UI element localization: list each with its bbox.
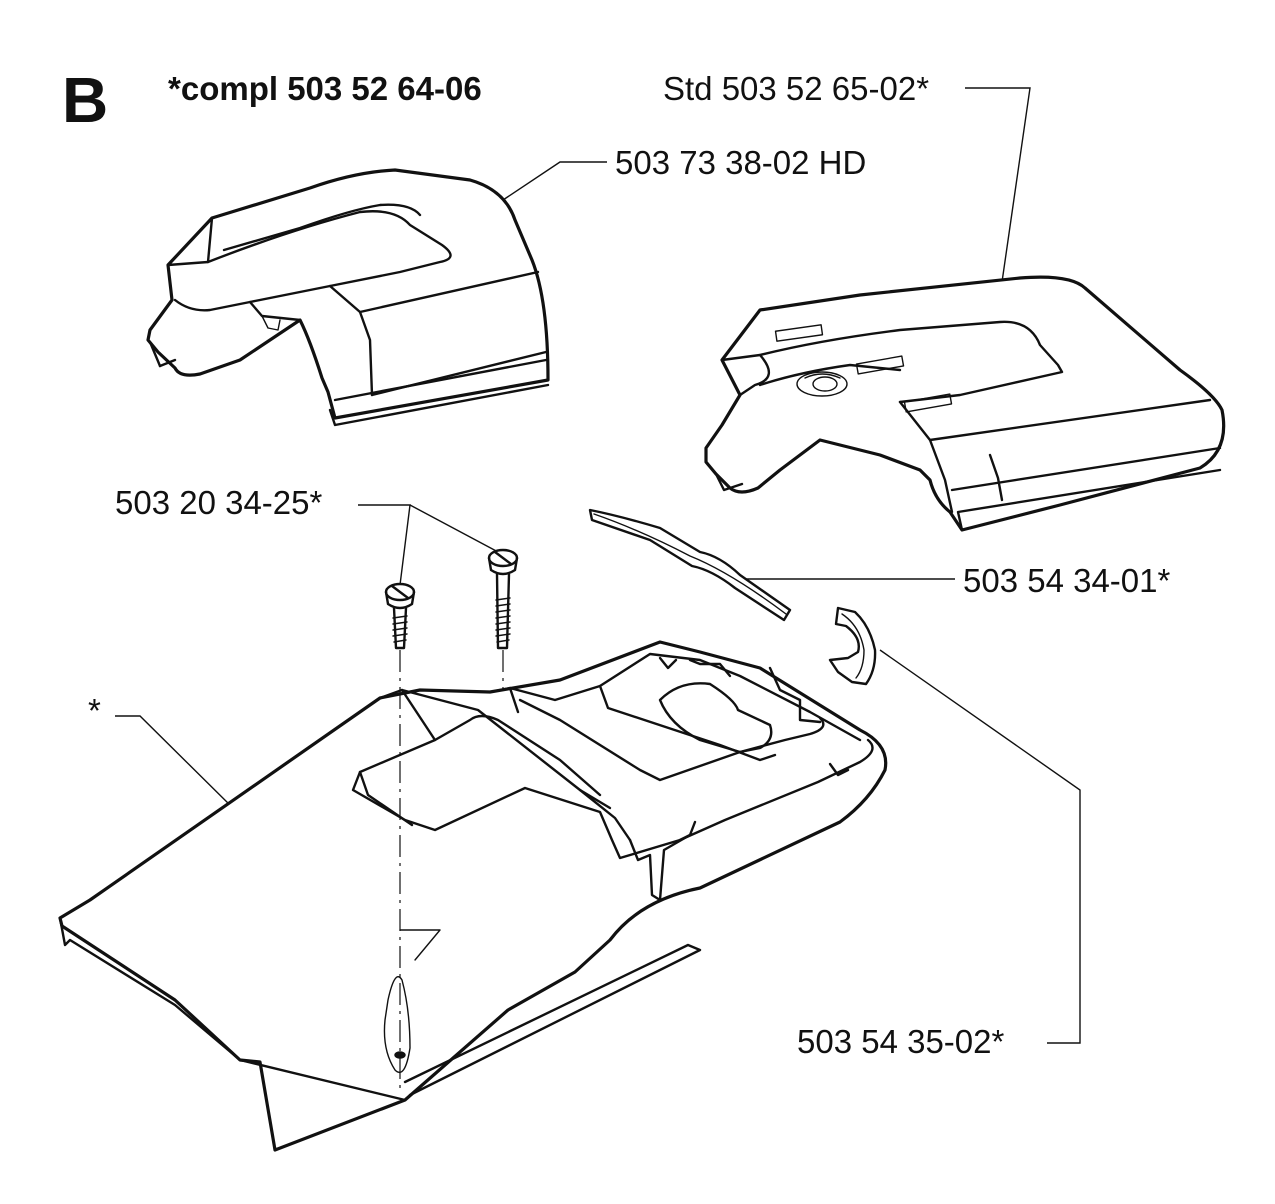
- leader-hd-cover: [487, 161, 607, 211]
- hd-top-cover: [146, 168, 550, 427]
- kit-number-label: *compl 503 52 64-06: [168, 70, 482, 107]
- assembly-axis-lines: [399, 650, 504, 1090]
- callout-clip: 503 54 35-02*: [797, 1023, 1005, 1060]
- callout-hd-cover: 503 73 38-02 HD: [615, 144, 866, 181]
- leader-base-cover: [115, 715, 236, 811]
- callout-base-cover: *: [88, 692, 101, 729]
- base-cover: [58, 640, 888, 1152]
- leader-screw-left: [358, 504, 411, 586]
- seal-strip: [588, 508, 792, 622]
- leader-clip: [879, 649, 1081, 1044]
- leader-lines: [115, 87, 1081, 1044]
- callout-screws: 503 20 34-25*: [115, 484, 323, 521]
- std-top-cover: [704, 275, 1226, 532]
- leader-std-cover: [965, 87, 1031, 283]
- callout-seal-strip: 503 54 34-01*: [963, 562, 1171, 599]
- callout-std-cover: Std 503 52 65-02*: [663, 70, 929, 107]
- retaining-clip: [828, 606, 877, 686]
- screw-right: [487, 548, 519, 650]
- section-letter: B: [62, 64, 108, 136]
- screw-left: [384, 582, 416, 650]
- leader-screw-right: [409, 504, 501, 554]
